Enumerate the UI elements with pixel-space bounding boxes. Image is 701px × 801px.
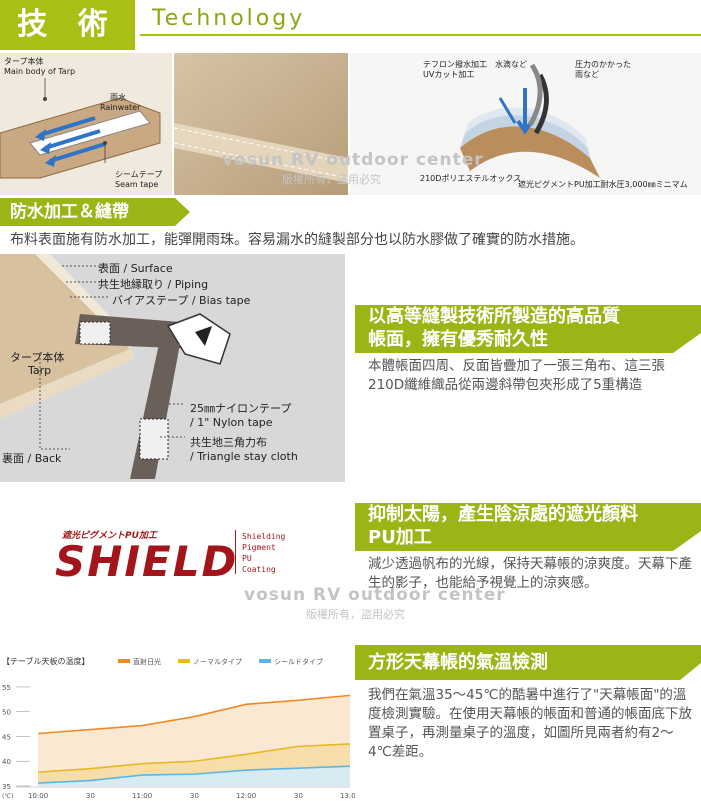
x-tick-label: 30 xyxy=(294,792,303,800)
shield-side-text: Pigment xyxy=(242,543,276,552)
construction-diagram: 表面 / Surface 共生地縁取り / Piping バイアステープ / B… xyxy=(0,254,345,482)
feature-title-line: 帳面，擁有優秀耐久性 xyxy=(368,329,548,350)
temperature-chart: 【テーブル天板の温度】 直射日光 ノーマルタイプ シールドタイプ 35 40 45 50 55 (… xyxy=(2,656,355,800)
droplet-label: 水滴など xyxy=(495,60,527,69)
x-tick-label: 13:00 xyxy=(340,792,355,800)
watermark-subtext: 版權所有，盜用必究 xyxy=(282,173,381,186)
x-tick-label: 11:00 xyxy=(132,792,152,800)
tarp-label-jp: タープ本体 xyxy=(4,57,44,66)
legend-swatch xyxy=(259,659,271,663)
y-tick-label: 55 xyxy=(2,684,11,692)
bias-tape-label: バイアステープ / Bias tape xyxy=(112,294,251,307)
construction-illustration xyxy=(0,254,345,482)
y-tick-label: 35 xyxy=(2,783,11,791)
teflon-label: テフロン撥水加工 xyxy=(423,60,487,69)
y-unit-label: (℃) xyxy=(2,793,13,800)
shield-divider xyxy=(235,530,236,574)
shield-caption: 遮光ピグメントPU加工 xyxy=(62,531,157,541)
seam-tape-illustration xyxy=(0,53,172,195)
legend-swatch xyxy=(178,659,190,663)
feature-body: 減少透過帆布的光線，保持天幕帳的涼爽度。天幕下產生的影子，也能給予視覺上的涼爽感… xyxy=(368,556,692,591)
feature-title: 以高等縫製技術所製造的高品質 帳面，擁有優秀耐久性 xyxy=(368,305,688,351)
feature-body: 本體帳面四周、反面皆疊加了一張三角布、這三張210D纖維織品從兩邊斜帶包夾形成了… xyxy=(368,358,665,393)
y-tick-label: 50 xyxy=(2,709,11,717)
y-tick-label: 40 xyxy=(2,758,11,766)
pressure-label-2: 雨など xyxy=(575,70,599,79)
surface-label: 表面 / Surface xyxy=(98,262,173,275)
feature-title-line: 抑制太陽，產生陰涼處的遮光顏料 xyxy=(368,504,638,525)
rain-label-en: Rainwater xyxy=(100,103,141,112)
page-subtitle: Technology xyxy=(152,6,306,31)
shield-side-text: PU xyxy=(242,554,252,563)
section-title: 防水加工＆縫帶 xyxy=(10,202,129,222)
legend-swatch xyxy=(118,659,130,663)
legend-label: ノーマルタイプ xyxy=(193,657,242,666)
back-label: 裏面 / Back xyxy=(2,452,62,465)
nylon-tape-label-en: / 1" Nylon tape xyxy=(190,416,273,429)
tarp-body-label-jp: タープ本体 xyxy=(10,351,65,364)
seam-tape-diagram: タープ本体 Main body of Tarp 雨水 Rainwater シーム… xyxy=(0,53,172,195)
triangle-cloth-label-en: / Triangle stay cloth xyxy=(190,450,298,463)
tarp-label-en: Main body of Tarp xyxy=(4,67,76,76)
shield-side-text: Coating xyxy=(242,565,276,574)
feature-banner xyxy=(355,503,701,551)
feature-title-line: 以高等縫製技術所製造的高品質 xyxy=(368,306,620,327)
y-tick-label: 45 xyxy=(2,733,11,741)
x-tick-label: 30 xyxy=(86,792,95,800)
fabric-photo-illustration xyxy=(174,53,348,195)
uv-label: UVカット加工 xyxy=(423,70,475,79)
page-title: 技 術 xyxy=(17,7,118,42)
feature-banner xyxy=(355,645,701,680)
rain-arrow xyxy=(39,116,96,137)
seam-label-jp: シームテープ xyxy=(115,170,163,179)
triangle-cloth-label-jp: 共生地三角力布 xyxy=(190,436,267,449)
x-tick-label: 30 xyxy=(190,792,199,800)
chart-title: 【テーブル天板の温度】 xyxy=(2,656,90,666)
piping-label: 共生地縁取り / Piping xyxy=(98,278,209,291)
shield-side-text: Shielding xyxy=(242,532,286,541)
area-2 xyxy=(38,766,350,786)
feature-title-line: PU加工 xyxy=(368,527,432,548)
feature-body: 我們在氣溫35～45℃的酷暑中進行了"天幕帳面"的溫度檢測實驗。在使用天幕帳的帳… xyxy=(368,687,692,760)
shield-logo: SHIELD xyxy=(55,537,239,586)
nylon-tape-label-jp: 25㎜ナイロンテープ xyxy=(190,402,292,415)
watermark-subtext: 版權所有，盜用必究 xyxy=(306,608,405,621)
layer-illustration xyxy=(350,53,701,195)
header-badge xyxy=(0,0,135,50)
fabric-layer-diagram: テフロン撥水加工 UVカット加工 水滴など 圧力のかかった 雨など 210Dポリ… xyxy=(350,53,701,195)
watermark-text: vosun RV outdoor center xyxy=(244,585,506,605)
series-line-2 xyxy=(37,765,351,784)
header-rule xyxy=(140,34,701,36)
section-body: 布料表面施有防水加工，能彈開雨珠。容易漏水的縫製部分也以防水膠做了確實的防水措施… xyxy=(10,232,584,248)
x-tick-label: 12:00 xyxy=(236,792,256,800)
feature-title: 抑制太陽，產生陰涼處的遮光顏料 PU加工 xyxy=(368,503,688,549)
series-line-1 xyxy=(37,743,351,773)
watermark-text: vosun RV outdoor center xyxy=(222,150,484,170)
legend-label: 直射日光 xyxy=(133,657,161,666)
pressure-label: 圧力のかかった xyxy=(575,60,631,69)
seam-label-en: Seam tape xyxy=(115,180,159,189)
section-banner xyxy=(0,198,190,226)
seam-photo xyxy=(174,53,348,195)
series-line-0 xyxy=(37,694,351,735)
feature-banner xyxy=(355,305,701,353)
feature-title: 方形天幕帳的氣溫檢測 xyxy=(368,652,548,673)
x-tick-label: 10:00 xyxy=(28,792,48,800)
legend-label: シールドタイプ xyxy=(274,657,323,666)
fabric-label: 210Dポリエステルオックス xyxy=(420,174,522,183)
pigment-label: 遮光ピグメントPU加工耐水圧3,000㎜ミニマム xyxy=(518,180,688,189)
tarp-body-label-en: Tarp xyxy=(28,364,52,377)
rain-label-jp: 雨水 xyxy=(110,93,126,102)
